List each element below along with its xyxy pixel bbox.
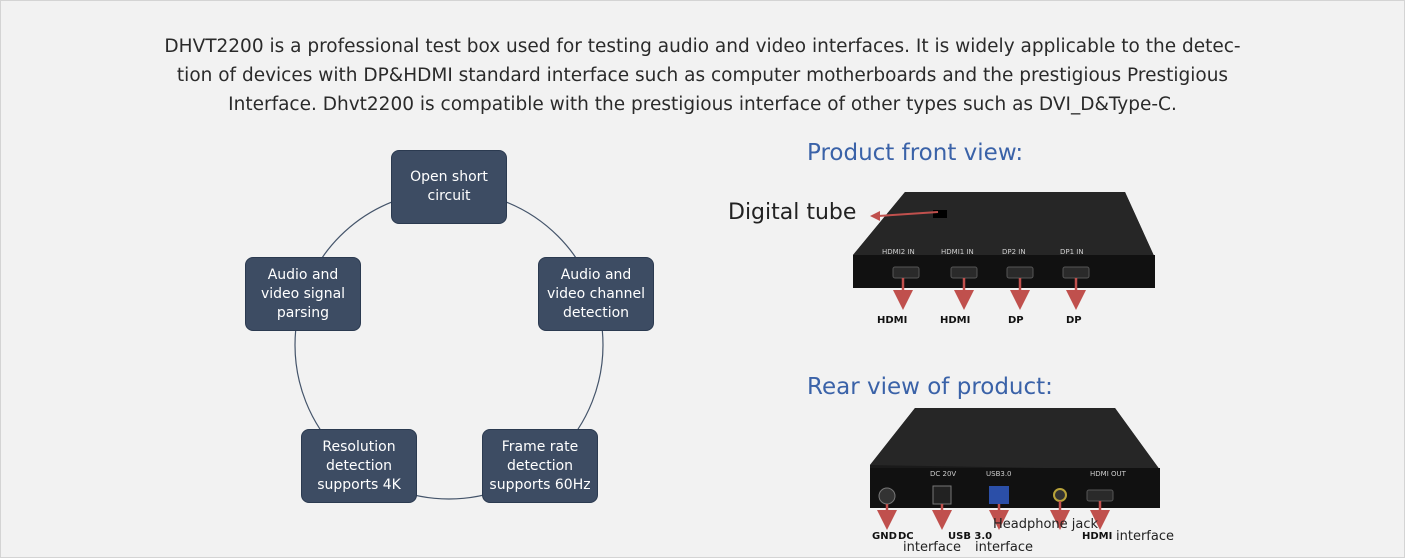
front-port-label: DP2 IN xyxy=(1002,248,1026,256)
rear-port-label: HDMI OUT xyxy=(1090,470,1126,478)
rear-interface-label: interface xyxy=(903,540,961,555)
rear-device-image xyxy=(870,408,1160,530)
front-port-hdmi: HDMI xyxy=(940,315,971,326)
node-frame-rate-detection: Frame rate detection supports 60Hz xyxy=(482,429,598,503)
front-port-hdmi: HDMI xyxy=(877,315,908,326)
rear-interface-label: interface xyxy=(1116,529,1174,544)
rear-port-label: DC 20V xyxy=(930,470,957,478)
node-av-signal-parsing: Audio and video signal parsing xyxy=(245,257,361,331)
front-port-label: HDMI2 IN xyxy=(882,248,915,256)
front-port-dp: DP xyxy=(1008,315,1024,326)
front-port-label: DP1 IN xyxy=(1060,248,1084,256)
rear-hdmi-label: HDMI xyxy=(1082,531,1113,542)
node-resolution-detection: Resolution detection supports 4K xyxy=(301,429,417,503)
front-port-label: HDMI1 IN xyxy=(941,248,974,256)
digital-tube-arrow xyxy=(870,211,939,221)
intro-paragraph: DHVT2200 is a professional test box used… xyxy=(150,32,1255,119)
rear-gnd-label: GND xyxy=(872,531,897,542)
rear-dc-label: DC xyxy=(898,531,914,542)
node-av-channel-detection: Audio and video channel detection xyxy=(538,257,654,331)
front-device-image xyxy=(853,192,1155,310)
rear-view-title: Rear view of product: xyxy=(807,374,1053,400)
intro-line: tion of devices with DP&HDMI standard in… xyxy=(176,65,1229,86)
rear-interface-label: interface xyxy=(975,540,1033,555)
front-view-title: Product front view: xyxy=(807,140,1024,166)
node-open-short-circuit: Open short circuit xyxy=(391,150,507,224)
intro-line: Interface. Dhvt2200 is compatible with t… xyxy=(228,94,1177,115)
front-port-dp: DP xyxy=(1066,315,1082,326)
rear-headphone-label: Headphone jack xyxy=(993,517,1099,532)
intro-line: DHVT2200 is a professional test box used… xyxy=(164,36,1241,57)
rear-usb-label: USB 3.0 xyxy=(948,531,993,542)
digital-tube-label: Digital tube xyxy=(728,200,857,225)
rear-port-label: USB3.0 xyxy=(986,470,1012,478)
